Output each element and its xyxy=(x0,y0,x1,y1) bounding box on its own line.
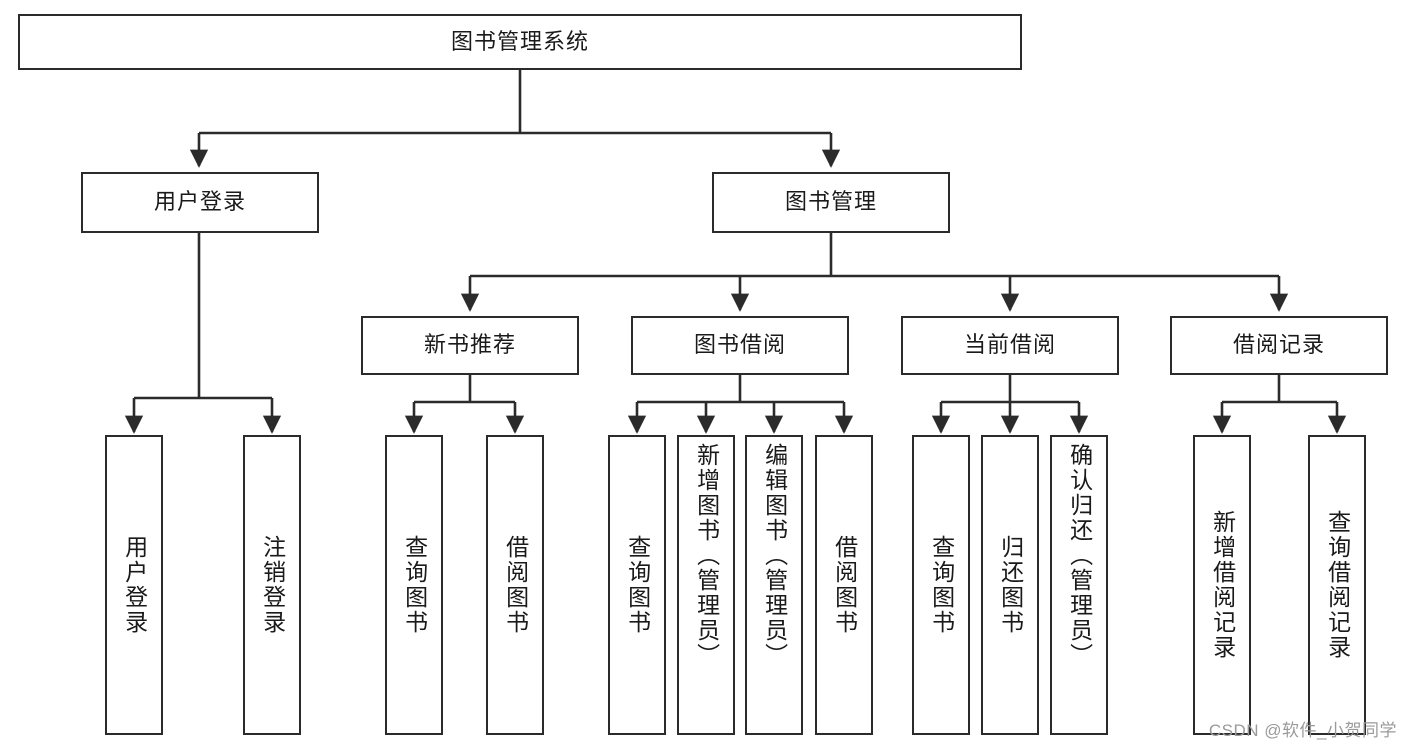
node-leaf-add-book-label: 新增图书（管理员） xyxy=(693,443,720,668)
node-root-label: 图书管理系统 xyxy=(450,28,589,54)
node-leaf-query-book-2-label: 查询图书 xyxy=(624,535,651,635)
node-user-login-label: 用户登录 xyxy=(153,189,246,215)
node-leaf-borrow-book-1[interactable]: 借阅图书 xyxy=(486,435,544,735)
node-leaf-add-book[interactable]: 新增图书（管理员） xyxy=(677,435,735,735)
node-user-login[interactable]: 用户登录 xyxy=(81,172,319,233)
node-leaf-query-book-2[interactable]: 查询图书 xyxy=(608,435,666,735)
node-leaf-query-book-1-label: 查询图书 xyxy=(401,535,428,635)
node-leaf-confirm-return[interactable]: 确认归还（管理员） xyxy=(1050,435,1108,735)
node-leaf-borrow-book-1-label: 借阅图书 xyxy=(502,535,529,635)
node-current-borrow-label: 当前借阅 xyxy=(963,332,1056,358)
node-leaf-user-login[interactable]: 用户登录 xyxy=(105,435,163,735)
node-leaf-edit-book[interactable]: 编辑图书（管理员） xyxy=(745,435,803,735)
node-leaf-query-record-label: 查询借阅记录 xyxy=(1324,510,1351,660)
node-leaf-edit-book-label: 编辑图书（管理员） xyxy=(761,443,788,668)
node-leaf-query-record[interactable]: 查询借阅记录 xyxy=(1308,435,1366,735)
node-new-book-rec-label: 新书推荐 xyxy=(423,332,516,358)
node-leaf-add-record[interactable]: 新增借阅记录 xyxy=(1193,435,1251,735)
node-book-borrow[interactable]: 图书借阅 xyxy=(631,316,849,375)
node-leaf-user-login-label: 用户登录 xyxy=(121,535,148,635)
node-leaf-borrow-book-2-label: 借阅图书 xyxy=(831,535,858,635)
node-leaf-logout-label: 注销登录 xyxy=(259,535,286,635)
node-borrow-record-label: 借阅记录 xyxy=(1232,332,1325,358)
node-borrow-record[interactable]: 借阅记录 xyxy=(1170,316,1388,375)
node-leaf-logout[interactable]: 注销登录 xyxy=(243,435,301,735)
node-leaf-borrow-book-2[interactable]: 借阅图书 xyxy=(815,435,873,735)
node-book-manage-label: 图书管理 xyxy=(784,189,877,215)
node-leaf-confirm-return-label: 确认归还（管理员） xyxy=(1066,443,1093,668)
node-leaf-query-book-1[interactable]: 查询图书 xyxy=(385,435,443,735)
node-root[interactable]: 图书管理系统 xyxy=(18,14,1022,70)
node-leaf-return-book-label: 归还图书 xyxy=(997,535,1024,635)
node-book-manage[interactable]: 图书管理 xyxy=(712,172,950,233)
node-new-book-rec[interactable]: 新书推荐 xyxy=(361,316,579,375)
node-leaf-add-record-label: 新增借阅记录 xyxy=(1209,510,1236,660)
node-current-borrow[interactable]: 当前借阅 xyxy=(901,316,1119,375)
node-leaf-query-book-3[interactable]: 查询图书 xyxy=(912,435,970,735)
node-leaf-query-book-3-label: 查询图书 xyxy=(928,535,955,635)
node-book-borrow-label: 图书借阅 xyxy=(693,332,786,358)
node-leaf-return-book[interactable]: 归还图书 xyxy=(981,435,1039,735)
